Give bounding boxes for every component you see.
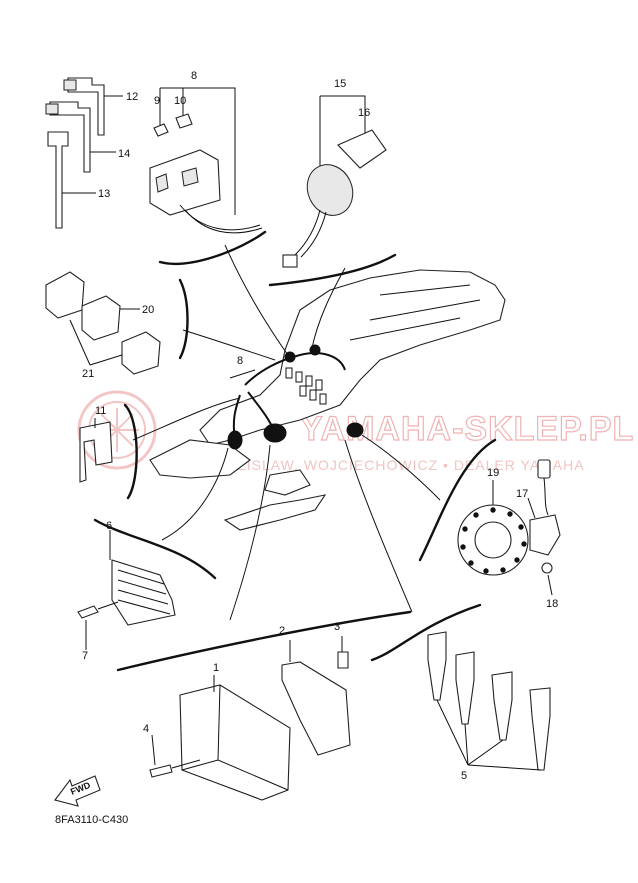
callout-18: 18 [546, 598, 558, 610]
fuse-box [149, 87, 263, 234]
callout-13: 13 [98, 188, 110, 200]
callout-6: 6 [106, 520, 112, 532]
callout-15: 15 [334, 78, 346, 90]
relays [45, 271, 161, 375]
callout-4: 4 [143, 723, 149, 735]
callout-11: 11 [95, 405, 106, 417]
callout-8-fuse: 8 [191, 70, 197, 82]
callout-19: 19 [487, 467, 499, 479]
fwd-arrow-icon: FWD [54, 775, 101, 807]
callout-brackets [93, 230, 497, 672]
callout-17: 17 [516, 488, 528, 500]
bracket-11 [79, 418, 113, 483]
callout-9: 9 [154, 95, 160, 107]
callout-8-harness: 8 [237, 355, 243, 367]
callout-3: 3 [334, 621, 340, 633]
callout-21: 21 [82, 368, 94, 380]
callout-20: 20 [142, 304, 154, 316]
cable-bands [45, 77, 123, 229]
rectifier-regulator [77, 530, 176, 650]
callout-7: 7 [82, 650, 88, 662]
pickup-assembly [457, 459, 561, 596]
callout-10: 10 [174, 95, 186, 107]
callout-5: 5 [461, 770, 467, 782]
callout-1: 1 [213, 662, 219, 674]
ecu-unit [149, 675, 291, 801]
ecu-bracket [281, 636, 351, 756]
main-switch [282, 95, 387, 268]
callout-labels: 1 2 3 4 5 6 7 8 8 9 10 11 12 13 14 15 16… [82, 70, 558, 782]
callout-14: 14 [118, 148, 130, 160]
ignition-coils [427, 631, 551, 771]
frame-silhouette [149, 269, 506, 531]
callout-12: 12 [126, 91, 138, 103]
callout-16: 16 [358, 107, 370, 119]
callout-2: 2 [279, 625, 285, 637]
diagram-code: 8FA3110-C430 [55, 814, 128, 826]
watermark-dealer: WODZISLAW, WOJCIECHOWICZ • DEALER YAMAHA [200, 457, 585, 473]
